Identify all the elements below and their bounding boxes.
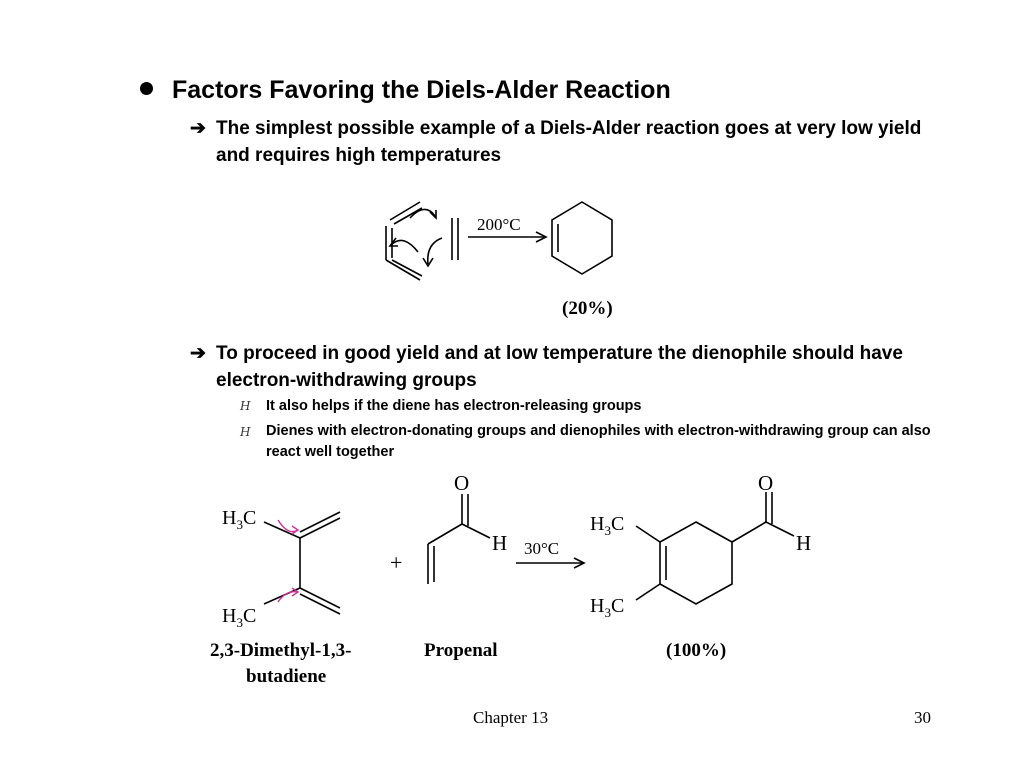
diene-methyl-top: H3C [222, 507, 256, 532]
aldehyde-hydrogen: H [492, 531, 507, 555]
plus-sign: + [390, 550, 402, 575]
scheme-2: H3C H3C + O H 30°C H3C H3C O H 2,3-Dimet… [210, 471, 811, 687]
arrow-bullet-1: ➔ [190, 118, 206, 139]
diene-c1-bond [299, 517, 341, 539]
diene-bond-bottom [385, 259, 421, 281]
subpoint-2: Dienes with electron-donating groups and… [266, 423, 931, 460]
curved-arrow-b [277, 591, 299, 603]
product-oxygen: O [758, 471, 773, 495]
diene-name-line2: butadiene [246, 666, 326, 687]
diene-bond-top [389, 201, 421, 221]
dienophile-name: Propenal [424, 640, 498, 661]
scheme-1: 200°C (20%) [385, 201, 613, 319]
arrow-bullet-2: ➔ [190, 343, 206, 364]
point-2: To proceed in good yield and at low temp… [216, 343, 903, 391]
curved-arrow-3 [426, 237, 443, 265]
heading-bullet [140, 82, 153, 95]
footer-page-number: 30 [914, 708, 931, 727]
diene-name-line1: 2,3-Dimethyl-1,3- [210, 640, 351, 661]
slide-heading: Factors Favoring the Diels-Alder Reactio… [172, 76, 671, 104]
diene-c3-bond [299, 587, 341, 609]
scheme2-yield: (100%) [666, 640, 726, 661]
scheme1-condition: 200°C [477, 215, 521, 234]
point-1: The simplest possible example of a Diels… [216, 118, 922, 166]
product-methyl-bottom: H3C [590, 595, 624, 620]
product-ring [659, 521, 733, 605]
subpoint-1: It also helps if the diene has electron-… [266, 398, 642, 414]
scheme1-yield: (20%) [562, 298, 613, 319]
cyclohexene-ring [551, 201, 613, 275]
scheme2-condition: 30°C [524, 539, 559, 558]
aldehyde-oxygen: O [454, 471, 469, 495]
diene-methyl-bottom: H3C [222, 605, 256, 630]
product-methyl-top: H3C [590, 513, 624, 538]
footer-chapter: Chapter 13 [473, 708, 549, 727]
curved-arrow-2 [391, 239, 419, 253]
subpoint-2-marker: H [240, 425, 251, 439]
product-hydrogen: H [796, 531, 811, 555]
curved-arrow-1 [409, 208, 436, 219]
subpoint-1-marker: H [240, 399, 251, 413]
